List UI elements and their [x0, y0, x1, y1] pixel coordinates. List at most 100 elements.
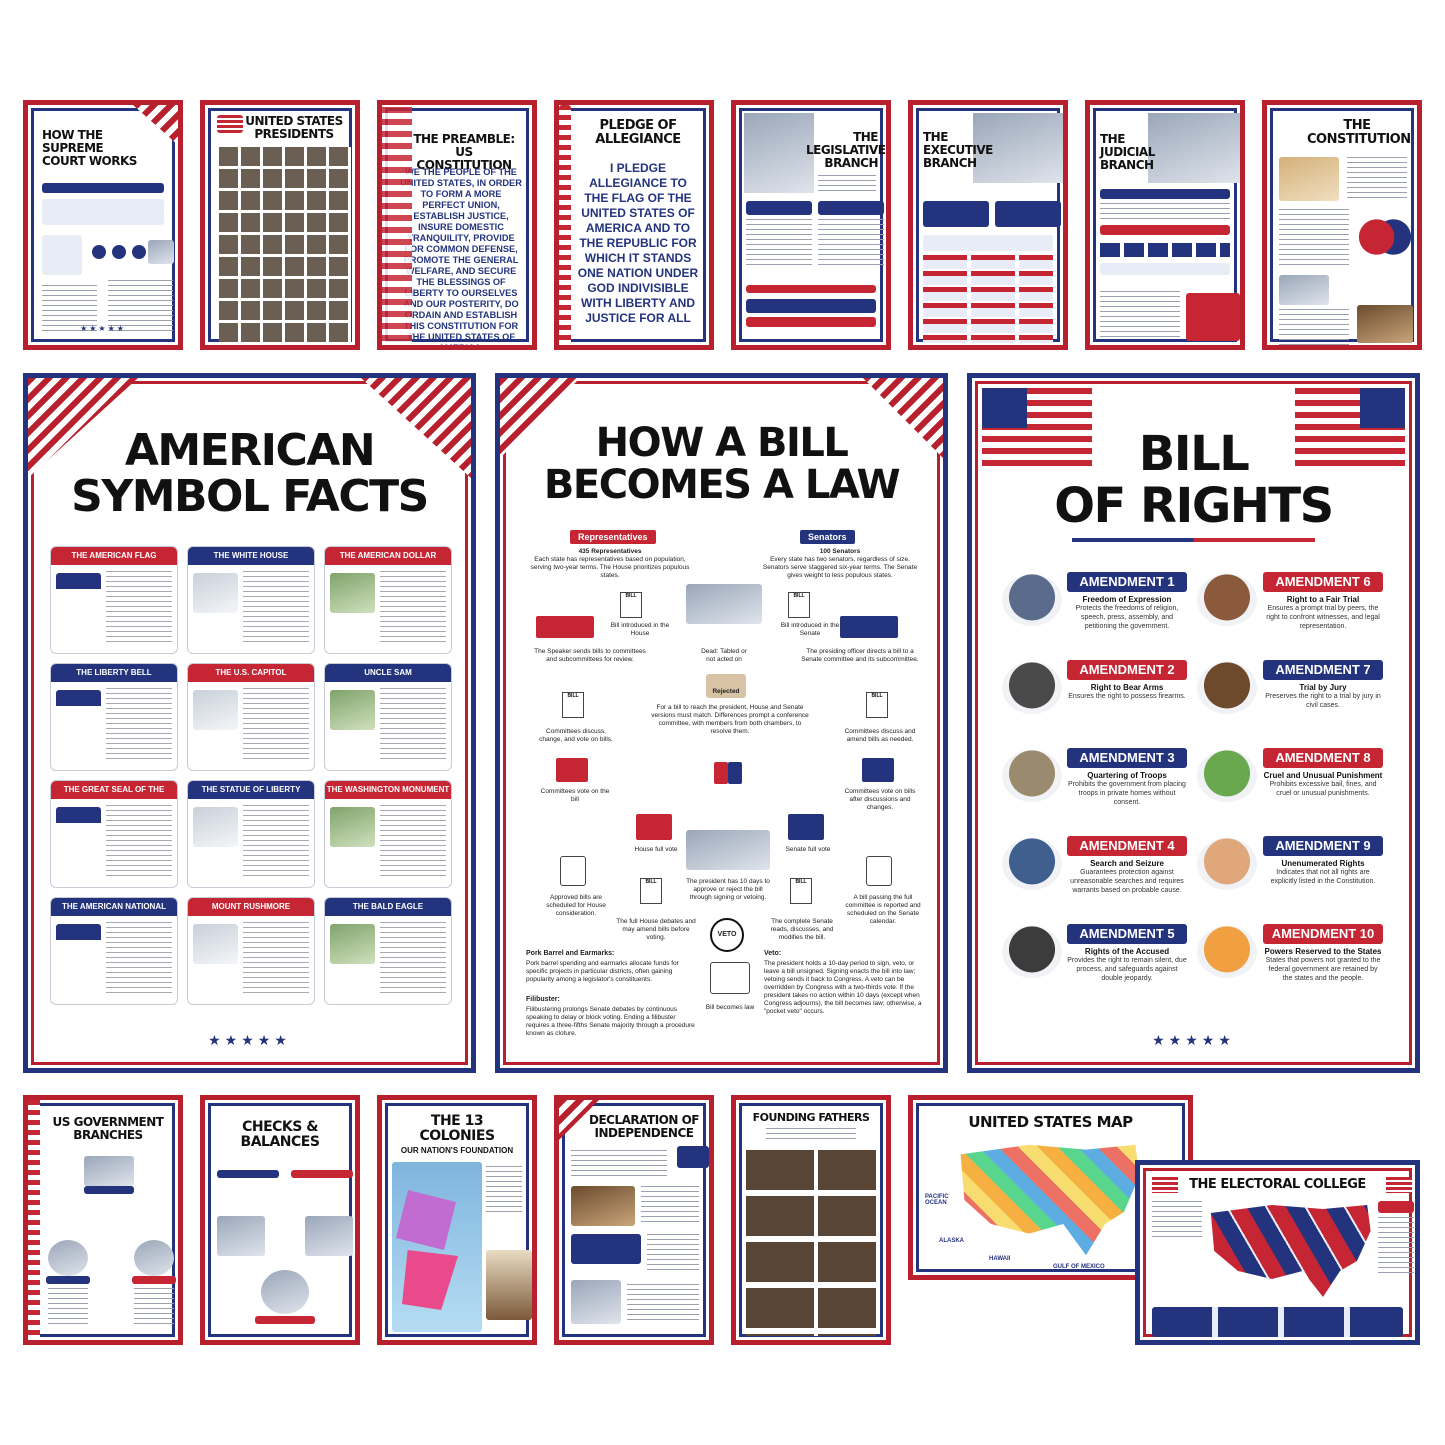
symbol-text [380, 805, 446, 879]
doc-icon [866, 856, 892, 886]
symbol-image [193, 807, 238, 847]
whitehouse-image [305, 1216, 353, 1256]
poster-title: UNITED STATES MAP [968, 1113, 1133, 1131]
senators-text: Every state has two senators, regardless… [762, 556, 918, 579]
state-label: ALASKA [939, 1238, 964, 1244]
house-vote: House full vote [634, 846, 678, 853]
court-banner [1100, 225, 1230, 235]
symbol-card: THE BALD EAGLE [324, 897, 452, 1005]
legislative-label [46, 1276, 90, 1284]
senate-debate: The complete Senate reads, discusses, an… [770, 918, 834, 941]
symbol-card: UNCLE SAM [324, 663, 452, 771]
whitehouse-image [973, 113, 1063, 183]
poster-electoral-college[interactable]: THE ELECTORAL COLLEGE [1135, 1160, 1420, 1345]
text-lines [766, 1128, 856, 1142]
ballot-box-red [556, 758, 588, 782]
text-lines [1378, 1217, 1414, 1277]
amendment-description: States that powers not granted to the fe… [1265, 957, 1381, 982]
symbol-card-title: THE STATUE OF LIBERTY [188, 781, 314, 799]
bill-document: BILL [866, 692, 888, 718]
bill-document: BILL [790, 878, 812, 904]
title-line: AMERICAN [124, 425, 376, 476]
amendment-description: Prohibits the government from placing tr… [1068, 781, 1186, 806]
poster-gov-branches[interactable]: US GOVERNMENT BRANCHES [23, 1095, 183, 1345]
amendment-label: AMENDMENT 1 [1067, 572, 1187, 592]
amendment-description: Guarantees protection against unreasonab… [1070, 869, 1184, 894]
veto-label: VETO [717, 931, 737, 938]
amendment-label: AMENDMENT 10 [1263, 924, 1383, 944]
senate-ballot [788, 814, 824, 840]
flag-icon [217, 115, 243, 133]
flag-side [28, 1100, 40, 1340]
amendment-subtitle: Unenumerated Rights [1281, 859, 1365, 868]
step-icon [132, 245, 146, 259]
text-lines [108, 280, 173, 335]
venn-diagram [1357, 209, 1413, 265]
veto-text: The president holds a 10-day period to s… [764, 960, 922, 1015]
president-box [923, 201, 989, 227]
amendment-image [1002, 750, 1062, 802]
poster-presidents[interactable]: UNITED STATES PRESIDENTS [200, 100, 360, 350]
poster-13-colonies[interactable]: THE 13 COLONIES OUR NATION'S FOUNDATION [377, 1095, 537, 1345]
title-line: BECOMES A LAW [543, 462, 901, 508]
executive-banner [291, 1170, 353, 1178]
poster-founding-fathers[interactable]: FOUNDING FATHERS [731, 1095, 891, 1345]
symbol-text [106, 688, 172, 762]
symbol-card-title: THE GREAT SEAL OF THE UNITED STATES [51, 781, 177, 812]
flag-right [1295, 388, 1405, 468]
amendment-subtitle: Cruel and Unusual Punishment [1263, 771, 1383, 780]
power-band [746, 317, 876, 327]
capitol-image [744, 113, 814, 193]
poster-constitution[interactable]: THE CONSTITUTION [1262, 100, 1422, 350]
text-lines [818, 175, 876, 195]
symbol-image [56, 573, 101, 613]
poster-bill-law[interactable]: HOW A BILL BECOMES A LAW Representatives… [495, 373, 948, 1073]
gavel-box [1186, 293, 1240, 341]
title-line: HOW A BILL [595, 420, 849, 466]
executive-label [84, 1186, 134, 1194]
poster-supreme-court[interactable]: HOW THE SUPREME COURT WORKS ★★★★★ [23, 100, 183, 350]
info-block [42, 235, 82, 275]
steps-row [1100, 263, 1230, 275]
poster-title: DECLARATION OF INDEPENDENCE [589, 1113, 699, 1140]
title-line: SYMBOL FACTS [71, 471, 429, 522]
symbol-text [243, 805, 309, 879]
amendment-image [1197, 838, 1257, 890]
bill-document: BILL [562, 692, 584, 718]
text-lines [1100, 291, 1180, 341]
amendment-subtitle: Right to Bear Arms [1090, 683, 1164, 692]
whitehouse-image [84, 1156, 134, 1186]
senate-vote: Senate full vote [785, 846, 831, 853]
rejected-label: Rejected [712, 688, 740, 695]
poster-preamble[interactable]: THE PREAMBLE: US CONSTITUTION WE THE PEO… [377, 100, 537, 350]
amendment-description: Provides the right to remain silent, due… [1067, 957, 1187, 982]
uk-flag [677, 1146, 709, 1168]
poster-title: HOW THE SUPREME COURT WORKS [42, 128, 137, 168]
text-lines [571, 1150, 667, 1180]
poster-pledge[interactable]: PLEDGE OF ALLEGIANCE I PLEDGE ALLEGIANCE… [554, 100, 714, 350]
poster-judicial[interactable]: THE JUDICIAL BRANCH [1085, 100, 1245, 350]
symbol-card: THE GREAT SEAL OF THE UNITED STATES [50, 780, 178, 888]
amendment-image [1197, 662, 1257, 714]
poster-title: THE CONSTITUTION [1307, 118, 1411, 147]
amendment-subtitle: Freedom of Expression [1082, 595, 1172, 604]
poster-legislative[interactable]: THE LEGISLATIVE BRANCH [731, 100, 891, 350]
poster-executive[interactable]: THE EXECUTIVE BRANCH [908, 100, 1068, 350]
amendment-label: AMENDMENT 4 [1067, 836, 1187, 856]
poster-checks-balances[interactable]: CHECKS & BALANCES [200, 1095, 360, 1345]
title-line: OF RIGHTS [1054, 478, 1334, 534]
poster-declaration[interactable]: DECLARATION OF INDEPENDENCE [554, 1095, 714, 1345]
symbol-image [193, 573, 238, 613]
portrait-grid [746, 1150, 876, 1336]
symbol-card: THE STATUE OF LIBERTY [187, 780, 315, 888]
bill-document: BILL [788, 592, 810, 618]
poster-title: PLEDGE OF ALLEGIANCE [595, 118, 681, 147]
symbol-image [56, 924, 101, 964]
house-intro: Bill introduced in the House [610, 622, 670, 637]
symbol-card-title: THE LIBERTY BELL [51, 664, 177, 682]
symbol-card: THE AMERICAN DOLLAR [324, 546, 452, 654]
amendment-description: Ensures the right to possess firearms. [1068, 693, 1186, 700]
